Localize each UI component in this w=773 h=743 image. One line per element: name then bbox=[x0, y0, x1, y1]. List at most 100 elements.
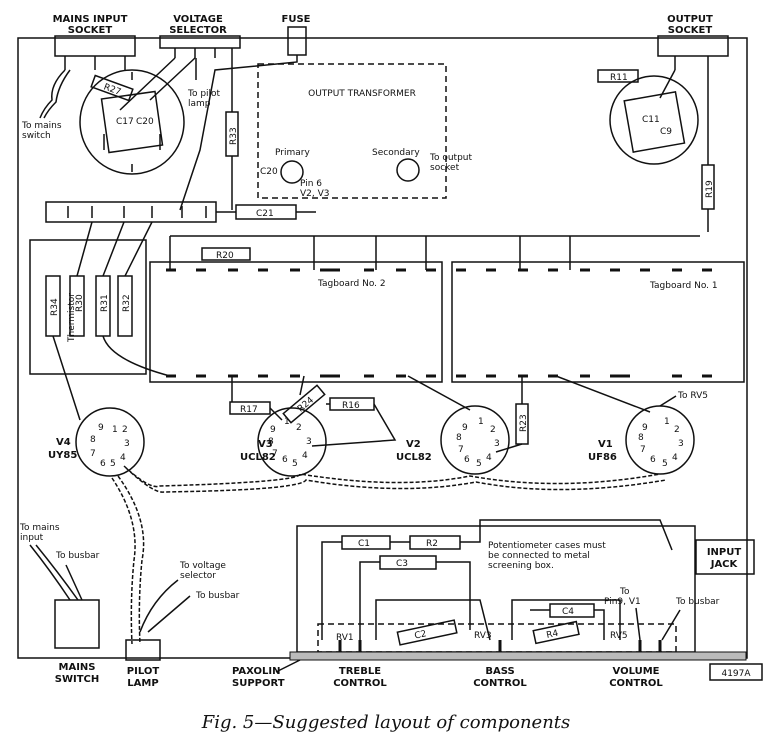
paxolin-support-label-2: SUPPORT bbox=[232, 678, 285, 689]
to-pilot-lamp-label-2: lamp bbox=[188, 99, 211, 109]
volume-control-label-2: CONTROL bbox=[609, 678, 663, 689]
to-busbar-right-label: To busbar bbox=[675, 597, 720, 607]
r17-label: R17 bbox=[240, 405, 258, 415]
c20-label: C20 bbox=[136, 117, 154, 127]
r4-label: R4 bbox=[546, 629, 560, 641]
v2-pin-1: 1 bbox=[478, 417, 484, 427]
v2-pin-7: 7 bbox=[458, 445, 464, 455]
v2-pin-6: 6 bbox=[464, 455, 470, 465]
v3-type-label: UCL82 bbox=[240, 452, 276, 463]
r30-label: R30 bbox=[75, 294, 85, 312]
to-mains-switch-label-2: switch bbox=[22, 131, 51, 141]
resistor-bank-outline bbox=[29, 239, 147, 375]
pin6-label-1: Pin 6 bbox=[300, 179, 322, 189]
valve-v4: V4 UY85 1 2 3 4 5 6 7 8 9 bbox=[48, 407, 145, 477]
reference-box bbox=[709, 663, 763, 681]
input-jack-label-2: JACK bbox=[710, 559, 739, 570]
output-socket-label-2: SOCKET bbox=[668, 25, 713, 36]
v4-pin-2: 2 bbox=[122, 425, 128, 435]
to-voltage-selector-label-1: To voltage bbox=[179, 561, 226, 571]
treble-control-label-1: TREBLE bbox=[339, 666, 381, 677]
to-rv5-label: To RV5 bbox=[677, 391, 708, 401]
v1-pin-8: 8 bbox=[638, 433, 644, 443]
v4-pin-1: 1 bbox=[112, 425, 118, 435]
resistor-r24 bbox=[282, 384, 326, 424]
primary-label: Primary bbox=[275, 148, 310, 158]
voltage-selector-label-2: SELECTOR bbox=[169, 25, 227, 36]
v1-pin-4: 4 bbox=[672, 453, 678, 463]
v4-type-label: UY85 bbox=[48, 450, 77, 461]
v1-pin-7: 7 bbox=[640, 445, 646, 455]
r16-label: R16 bbox=[342, 401, 360, 411]
valve-v2: V2 UCL82 9 1 2 3 4 5 6 7 8 bbox=[396, 405, 510, 475]
v3-pin-9: 9 bbox=[270, 425, 276, 435]
r23-label: R23 bbox=[519, 414, 529, 432]
pilot-lamp-leads bbox=[139, 579, 191, 633]
fuse bbox=[287, 26, 307, 56]
c11-label: C11 bbox=[642, 115, 660, 125]
note-line-2: be connected to metal bbox=[488, 551, 590, 561]
valve-v1: V1 UF86 9 1 2 3 4 5 6 7 8 bbox=[588, 405, 695, 475]
resistor-r20 bbox=[201, 247, 251, 261]
output-transformer-outline bbox=[257, 63, 447, 199]
secondary-terminal bbox=[396, 158, 420, 182]
bass-control-label-2: CONTROL bbox=[473, 678, 527, 689]
capacitor-can-c17-c20 bbox=[79, 69, 185, 175]
fuse-label: FUSE bbox=[282, 14, 311, 25]
input-jack bbox=[695, 539, 755, 575]
reference-label: 4197A bbox=[721, 669, 751, 679]
r19-label: R19 bbox=[705, 180, 715, 198]
v2-pin-5: 5 bbox=[476, 459, 482, 469]
mains-switch bbox=[54, 599, 100, 649]
mains-switch-leads bbox=[29, 544, 83, 601]
v4-pin-9: 9 bbox=[98, 423, 104, 433]
v4-pin-8: 8 bbox=[90, 435, 96, 445]
mains-switch-lead bbox=[39, 69, 66, 119]
capacitor-c2 bbox=[396, 619, 458, 646]
r33-label: R33 bbox=[229, 127, 239, 145]
pilot-lamp-label-2: LAMP bbox=[127, 678, 158, 689]
heater-wiring bbox=[123, 465, 667, 493]
treble-control-label-2: CONTROL bbox=[333, 678, 387, 689]
paxolin-support bbox=[289, 651, 747, 661]
to-pin9-v1-label-2: Pin9, V1 bbox=[604, 597, 641, 607]
v1-pin-5: 5 bbox=[662, 459, 668, 469]
to-mains-input-label-1: To mains bbox=[19, 523, 60, 533]
c3-label: C3 bbox=[396, 559, 408, 569]
paxolin-support-label-1: PAXOLIN bbox=[232, 666, 280, 677]
v1-label: V1 bbox=[598, 439, 613, 450]
mains-input-socket-label-2: SOCKET bbox=[68, 25, 113, 36]
c21-label: C21 bbox=[256, 209, 274, 219]
r32-label: R32 bbox=[122, 294, 132, 312]
v1-pin-1: 1 bbox=[664, 417, 670, 427]
r20-label: R20 bbox=[216, 251, 234, 261]
to-mains-switch-label-1: To mains bbox=[21, 121, 62, 131]
output-socket-label-1: OUTPUT bbox=[667, 14, 713, 25]
to-mains-input-label-2: input bbox=[20, 533, 44, 543]
pilot-lamp bbox=[125, 639, 161, 661]
pilot-lamp-label-1: PILOT bbox=[127, 666, 160, 677]
valve-v3: V3 UCL82 9 2 3 4 5 6 7 8 1 bbox=[240, 407, 327, 477]
rv5-label: RV5 bbox=[610, 631, 628, 641]
capacitor-can-c11-c9 bbox=[609, 75, 699, 165]
v2-pin-8: 8 bbox=[456, 433, 462, 443]
note-line-1: Potentiometer cases must bbox=[488, 541, 606, 551]
v4-pin-7: 7 bbox=[90, 449, 96, 459]
rv3-label: RV3 bbox=[474, 631, 492, 641]
c4-label: C4 bbox=[562, 607, 574, 617]
rv1-label: RV1 bbox=[336, 633, 354, 643]
c17-label: C17 bbox=[116, 117, 134, 127]
r31-label: R31 bbox=[100, 294, 110, 312]
v2-pin-3: 3 bbox=[494, 439, 500, 449]
v4-pin-6: 6 bbox=[100, 459, 106, 469]
input-jack-label-1: INPUT bbox=[707, 547, 742, 558]
c1-label: C1 bbox=[358, 539, 370, 549]
c9-label: C9 bbox=[660, 127, 672, 137]
resistor-r27 bbox=[90, 74, 134, 102]
mains-switch-label-1: MAINS bbox=[59, 662, 96, 673]
secondary-label: Secondary bbox=[372, 148, 420, 158]
v4-pin-5: 5 bbox=[110, 459, 116, 469]
v2-pin-4: 4 bbox=[486, 453, 492, 463]
tagboard-2-label: Tagboard No. 2 bbox=[317, 279, 386, 289]
tagboard-1-label: Tagboard No. 1 bbox=[649, 281, 718, 291]
